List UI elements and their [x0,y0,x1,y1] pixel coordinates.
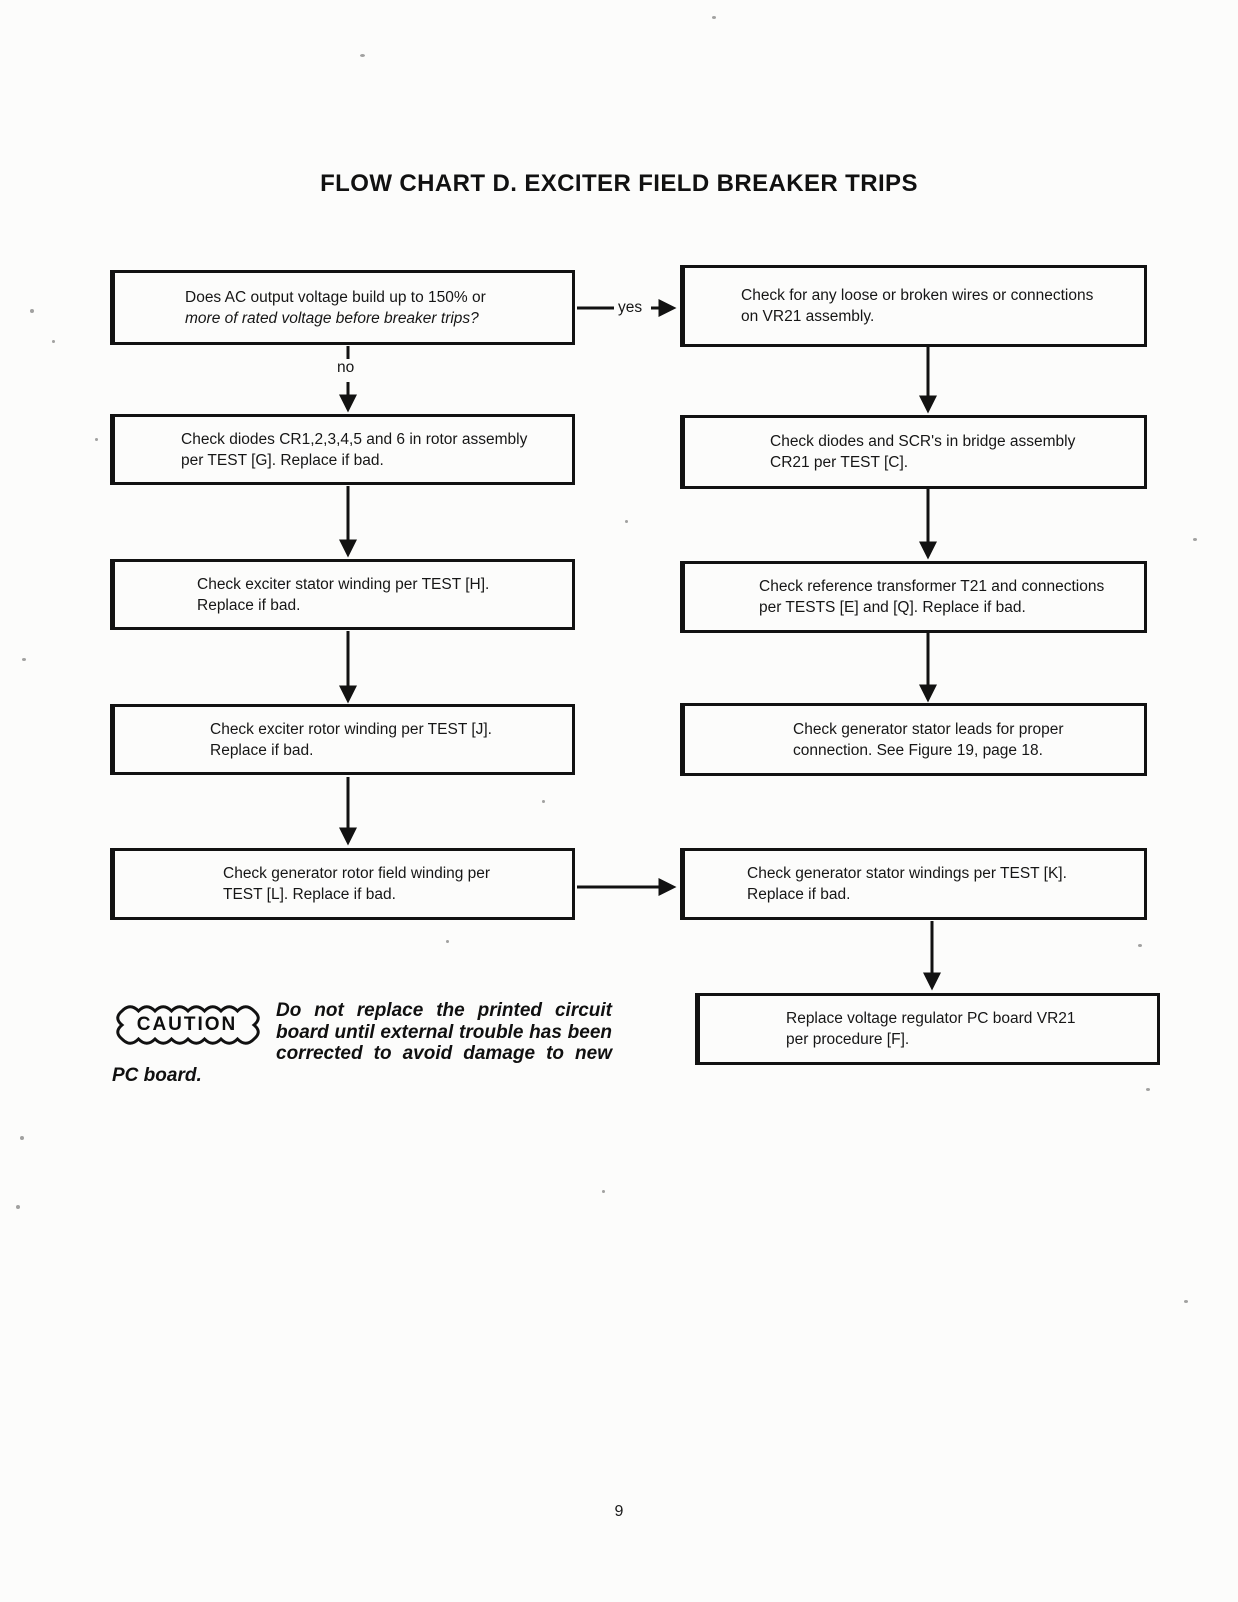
box-check-exciter-stator: Check exciter stator winding per TEST [H… [110,559,575,630]
box-text-line: Check exciter stator winding per TEST [H… [197,575,490,593]
yes-label: yes [616,299,645,317]
box-text-line: Check exciter rotor winding per TEST [J]… [210,720,492,738]
no-label: no [335,359,357,377]
box-text-line: on VR21 assembly. [741,308,875,325]
box-text-line: per procedure [F]. [786,1031,910,1048]
box-check-bridge-cr21: Check diodes and SCR's in bridge assembl… [680,415,1147,489]
box-ac-voltage-question: Does AC output voltage build up to 150% … [110,270,575,345]
box-text-line: per TEST [G]. Replace if bad. [181,451,384,469]
box-text-line: TEST [L]. Replace if bad. [223,886,396,903]
box-text-line: Check reference transformer T21 and conn… [759,578,1105,595]
box-text-line: Replace voltage regulator PC board VR21 [786,1010,1076,1027]
box-check-rotor-diodes: Check diodes CR1,2,3,4,5 and 6 in rotor … [110,414,575,485]
box-text-line: Replace if bad. [197,596,301,614]
box-text-line: more of rated voltage before breaker tri… [185,309,479,327]
box-check-generator-rotor-field: Check generator rotor field winding per … [110,848,575,920]
caution-badge: CAUTION [112,1002,262,1048]
box-check-vr21-wires: Check for any loose or broken wires or c… [680,265,1147,347]
box-text-line: Check generator stator windings per TEST… [747,865,1067,882]
caution-text: Do not replace the printed circuit board… [112,1000,612,1086]
box-check-reference-transformer: Check reference transformer T21 and conn… [680,561,1147,633]
box-check-stator-leads: Check generator stator leads for proper … [680,703,1147,776]
box-text-line: per TESTS [E] and [Q]. Replace if bad. [759,599,1026,616]
caution-scallop-border [116,1005,260,1045]
page-title: FLOW CHART D. EXCITER FIELD BREAKER TRIP… [320,170,918,197]
box-text-line: Replace if bad. [210,741,314,759]
box-text-line: Does AC output voltage build up to 150% … [185,288,486,306]
box-text-line: Check generator rotor field winding per [223,865,491,882]
caution-note: CAUTION Do not replace the printed circu… [112,1000,612,1086]
box-replace-vr21-board: Replace voltage regulator PC board VR21 … [695,993,1160,1065]
box-text-line: Check for any loose or broken wires or c… [741,287,1094,304]
box-text-line: Check generator stator leads for proper [793,720,1064,738]
box-text-line: Check diodes and SCR's in bridge assembl… [770,433,1076,450]
box-text-line: connection. See Figure 19, page 18. [793,741,1043,759]
box-text-line: Replace if bad. [747,886,851,903]
box-text-line: CR21 per TEST [C]. [770,454,909,471]
page-number: 9 [614,1503,624,1520]
box-check-stator-windings: Check generator stator windings per TEST… [680,848,1147,920]
box-check-exciter-rotor: Check exciter rotor winding per TEST [J]… [110,704,575,775]
caution-badge-label: CAUTION [136,1014,238,1036]
box-text-line: Check diodes CR1,2,3,4,5 and 6 in rotor … [181,430,528,448]
